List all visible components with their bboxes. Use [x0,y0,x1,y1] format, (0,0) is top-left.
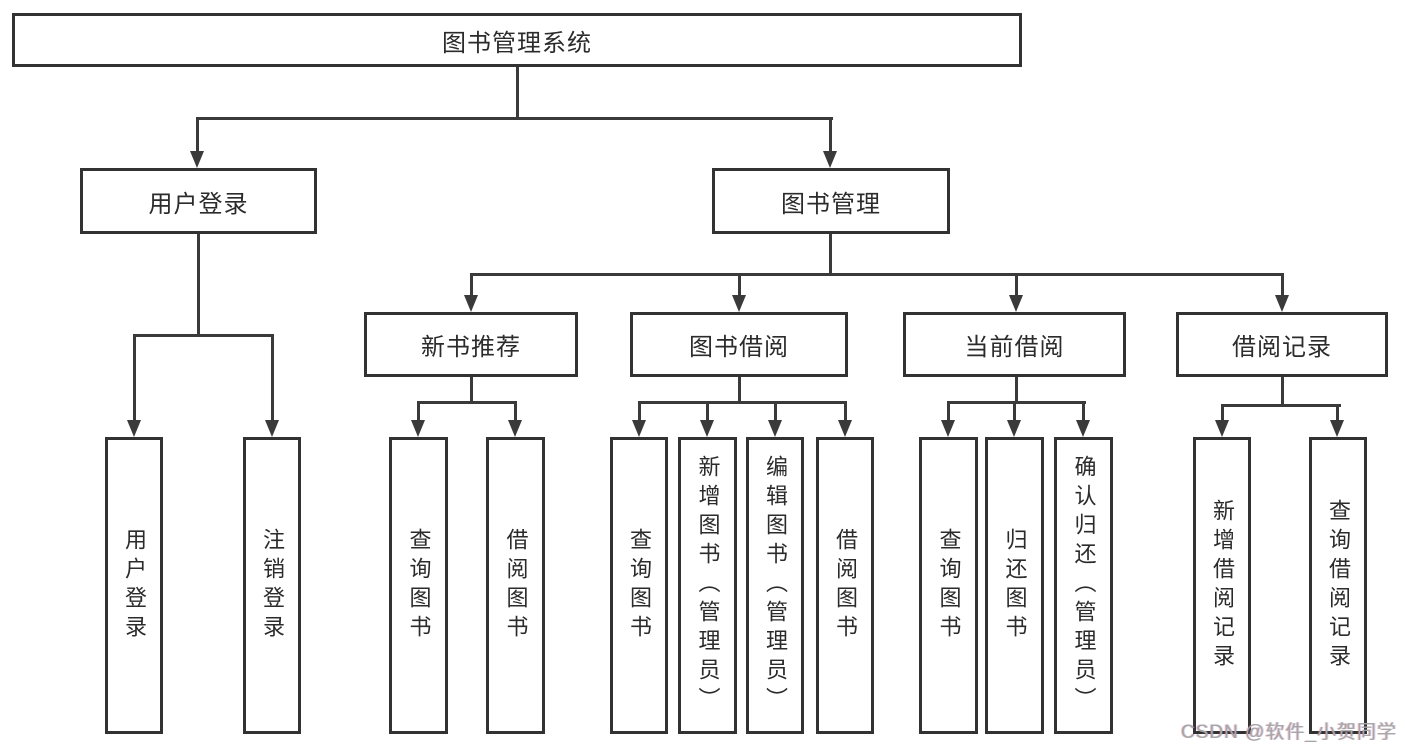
connector-line [470,273,473,297]
arrowhead-down-icon [411,420,425,437]
arrowhead-down-icon [823,151,837,168]
connector-line [947,401,950,422]
leaf-bb-add-books-admin: 新增图书（管理员） [678,437,737,734]
arrowhead-down-icon [632,420,646,437]
connector-line [470,273,1284,276]
node-current-borrowing: 当前借阅 [903,312,1126,377]
connector-line [514,401,517,422]
node-borrow-records: 借阅记录 [1176,312,1388,377]
connector-line [196,117,833,120]
connector-line [196,117,199,153]
leaf-bb-borrow-books: 借阅图书 [816,437,874,734]
connector-line [516,67,519,118]
connector-line [417,401,517,404]
arrowhead-down-icon [1009,295,1023,312]
connector-line [417,401,420,422]
connector-line [706,401,709,422]
connector-line [947,401,1086,404]
watermark: CSDN @软件_小贺同学 [1181,722,1397,743]
connector-line [829,234,832,276]
arrowhead-down-icon [265,420,279,437]
arrowhead-down-icon [464,295,478,312]
connector-line [133,334,136,422]
connector-line [844,401,847,422]
connector-line [1221,404,1224,422]
connector-line [738,377,741,404]
connector-line [1281,273,1284,297]
connector-line [829,117,832,153]
connector-line [774,401,777,422]
arrowhead-down-icon [1275,295,1289,312]
node-new-book-recommend: 新书推荐 [364,312,578,377]
leaf-cb-query-books: 查询图书 [919,437,978,734]
connector-line [1015,273,1018,297]
connector-line [1281,377,1284,406]
arrowhead-down-icon [508,420,522,437]
arrowhead-down-icon [190,151,204,168]
leaf-br-query-record: 查询借阅记录 [1309,437,1367,734]
leaf-user-login: 用户登录 [105,437,163,734]
connector-line [1013,401,1016,422]
connector-line [1082,401,1085,422]
arrowhead-down-icon [127,420,141,437]
connector-line [470,377,473,404]
arrowhead-down-icon [941,420,955,437]
leaf-cb-confirm-return-admin: 确认归还（管理员） [1054,437,1113,734]
leaf-nb-query-books: 查询图书 [389,437,448,734]
connector-line [1015,377,1018,404]
leaf-logout: 注销登录 [243,437,301,734]
node-book-management: 图书管理 [712,168,950,234]
arrowhead-down-icon [1007,420,1021,437]
arrowhead-down-icon [1330,420,1344,437]
leaf-bb-edit-books-admin: 编辑图书（管理员） [746,437,804,734]
connector-line [271,334,274,422]
connector-line [1336,404,1339,422]
arrowhead-down-icon [1215,420,1229,437]
node-library-management-system: 图书管理系统 [12,13,1022,67]
arrowhead-down-icon [700,420,714,437]
connector-line [197,234,200,337]
arrowhead-down-icon [768,420,782,437]
node-book-borrowing: 图书借阅 [630,312,848,377]
arrowhead-down-icon [838,420,852,437]
leaf-bb-query-books: 查询图书 [610,437,668,734]
arrowhead-down-icon [1076,420,1090,437]
connector-line [638,401,641,422]
connector-line [1221,404,1341,407]
leaf-br-add-record: 新增借阅记录 [1193,437,1251,734]
leaf-cb-return-books: 归还图书 [985,437,1044,734]
leaf-nb-borrow-books: 借阅图书 [486,437,545,734]
connector-line [638,401,847,404]
arrowhead-down-icon [732,295,746,312]
connector-line [133,334,274,337]
node-user-login: 用户登录 [80,168,317,234]
connector-line [738,273,741,297]
